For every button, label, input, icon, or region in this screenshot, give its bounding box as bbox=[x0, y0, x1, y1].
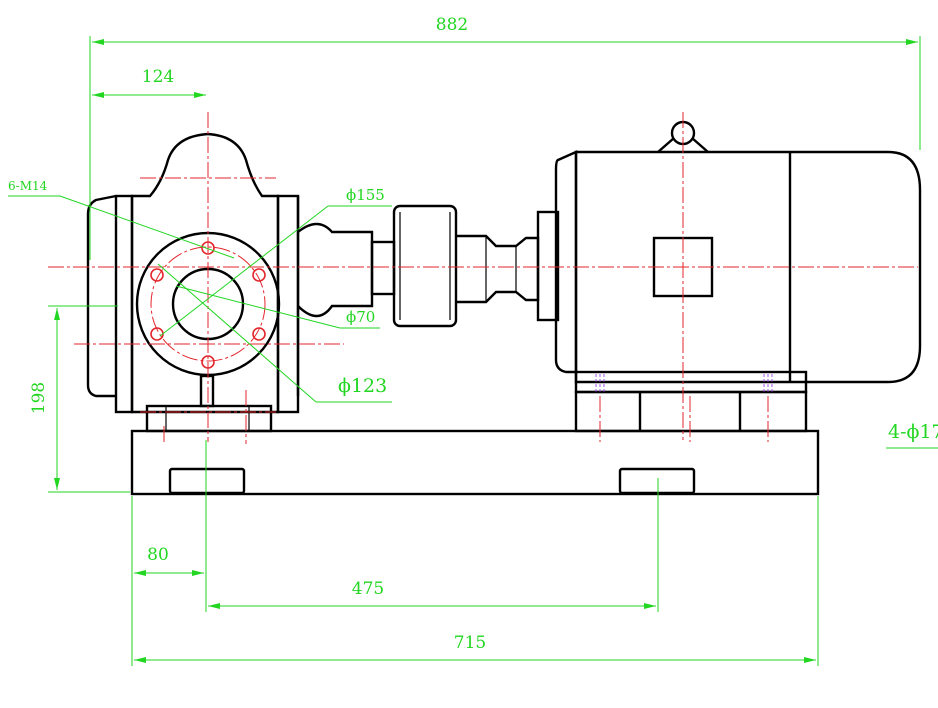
label-dia-70: ϕ70 bbox=[346, 308, 375, 326]
dim-overall-length: 882 bbox=[436, 15, 468, 35]
dim-hole-spacing: 475 bbox=[352, 579, 384, 599]
shaft-coupling bbox=[392, 204, 540, 328]
label-base-holes: 4-ϕ17 bbox=[888, 421, 938, 443]
dimension-lines bbox=[8, 36, 938, 666]
dim-base-length: 715 bbox=[454, 633, 486, 653]
center-lines bbox=[48, 112, 918, 444]
label-flange-bolts: 6-M14 bbox=[8, 179, 48, 193]
electric-motor bbox=[536, 120, 922, 433]
pump-foot bbox=[145, 374, 273, 433]
base-plate bbox=[130, 429, 820, 496]
dim-shaft-height: 198 bbox=[29, 382, 49, 414]
dimension-labels: 882 124 6-M14 ϕ155 ϕ70 ϕ123 198 4-ϕ17 80… bbox=[8, 15, 938, 653]
label-dia-123: ϕ123 bbox=[338, 375, 387, 397]
dim-base-offset: 80 bbox=[147, 545, 169, 565]
label-dia-155: ϕ155 bbox=[346, 186, 385, 204]
dim-pump-offset: 124 bbox=[142, 67, 174, 87]
